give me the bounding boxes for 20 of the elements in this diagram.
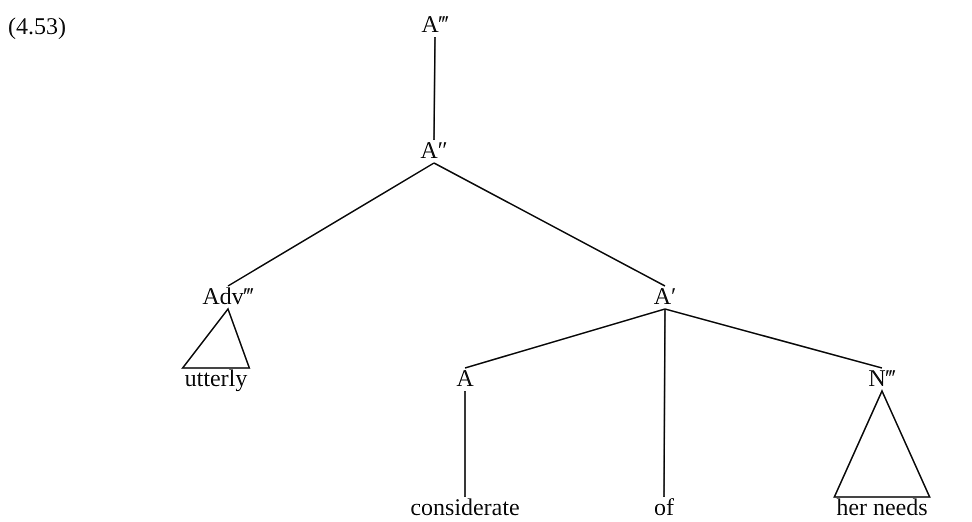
category-label: N‴ (868, 366, 896, 392)
branch-line (464, 308, 666, 369)
leaf-word: her needs (836, 495, 928, 521)
leaf-word: considerate (410, 495, 520, 521)
category-label: A′ (654, 284, 676, 310)
abbreviation-triangle (181, 307, 250, 369)
abbreviation-triangle (833, 389, 931, 498)
branch-line (433, 37, 436, 140)
branch-line (664, 308, 882, 369)
category-label: Adv‴ (202, 284, 254, 310)
branch-line (228, 162, 434, 287)
branch-line (434, 162, 666, 287)
branch-line (464, 391, 466, 497)
leaf-word: utterly (184, 366, 248, 392)
example-number: (4.53) (8, 14, 66, 40)
branch-line (663, 309, 666, 497)
category-label: A (456, 366, 474, 392)
category-label: A″ (420, 138, 448, 164)
leaf-word: of (654, 495, 674, 521)
category-label: A‴ (421, 12, 449, 38)
